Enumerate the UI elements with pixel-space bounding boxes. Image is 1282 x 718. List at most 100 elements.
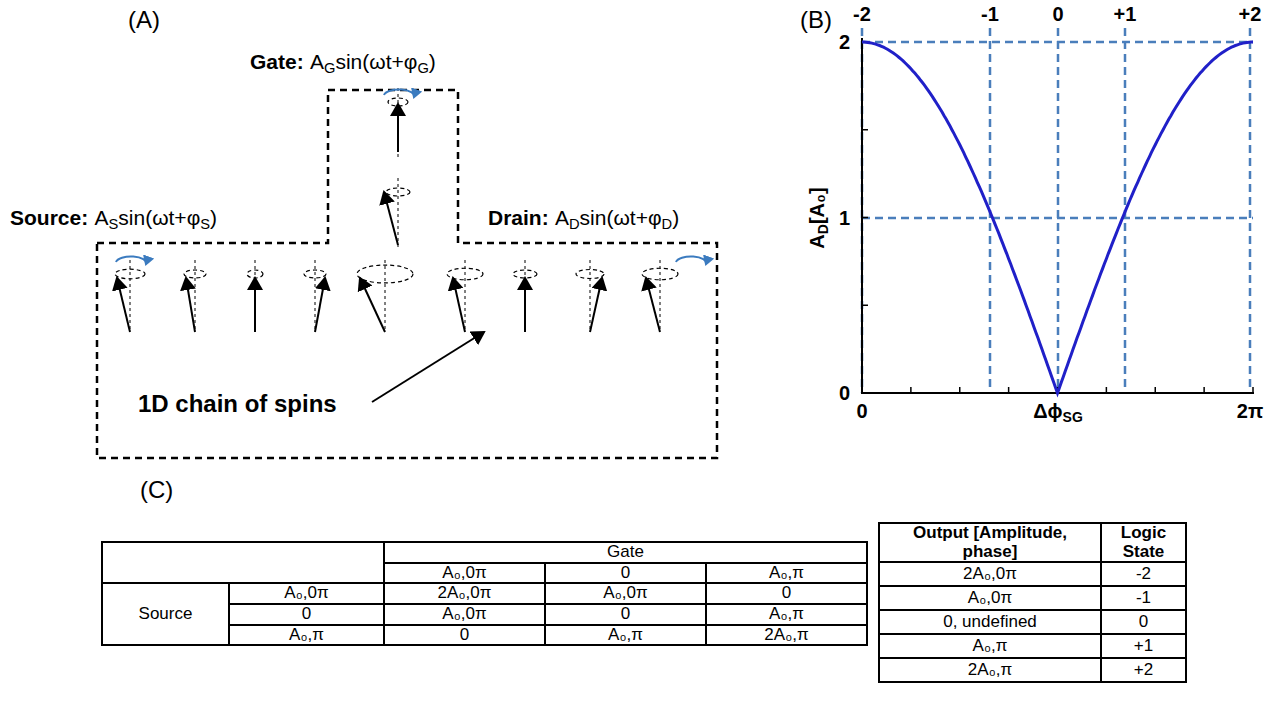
- axis-label-text: SG: [1063, 409, 1083, 425]
- amplitude-curve: [862, 42, 1253, 393]
- tick-label-text: 2: [839, 31, 850, 53]
- gate-label-text: G: [324, 60, 335, 76]
- state-label: +2: [1239, 3, 1262, 26]
- tick-label-text: 0: [839, 382, 850, 404]
- table-cell: A₀,0π: [879, 586, 1101, 610]
- table-cell: 2A₀,0π: [384, 583, 545, 604]
- table-cell: A₀,π: [706, 604, 867, 625]
- cell-text: A₀,0π: [968, 588, 1012, 607]
- table-cell: A₀,π: [229, 625, 384, 646]
- table-cell: Gate: [384, 542, 867, 563]
- axis-title: AD[A₀]: [806, 187, 831, 248]
- source-label-text: ): [210, 206, 217, 229]
- cell-text: 2A₀,π: [968, 660, 1012, 679]
- table-cell: A₀,π: [706, 563, 867, 584]
- table-cell: 2A₀,π: [706, 625, 867, 646]
- chain-label-text: 1D chain of spins: [138, 390, 337, 417]
- cell-text: Source: [139, 604, 193, 623]
- table-row: 0, undefined0: [879, 610, 1186, 634]
- tick-label: 1: [839, 207, 850, 230]
- cell-text: A₀,π: [289, 625, 324, 644]
- source-label-text: sin(ωt+φ: [118, 206, 200, 229]
- state-label-text: +1: [1114, 3, 1137, 25]
- cell-text: -1: [1136, 588, 1151, 607]
- cell-text: A₀,0π: [442, 604, 486, 623]
- state-label-text: 0: [1052, 3, 1063, 25]
- table-cell: 0: [706, 583, 867, 604]
- table-row: A₀,0π -1: [879, 586, 1186, 610]
- chart-axes: [861, 38, 1254, 394]
- state-label-text: +2: [1239, 3, 1262, 25]
- gate-label-text: sin(ωt+φ: [335, 50, 417, 73]
- source-label-text: Source:: [10, 206, 88, 229]
- axis-title-text: A: [806, 234, 828, 248]
- table-row: 2A₀,π +2: [879, 658, 1186, 682]
- table-cell: 0: [229, 604, 384, 625]
- panel-label: (A): [128, 6, 160, 34]
- table-cell: A₀,π: [545, 625, 706, 646]
- table-row: 0 A₀,0π 0 A₀,π: [102, 604, 867, 625]
- tick-label: 0: [856, 400, 867, 423]
- cell-text: A₀,0π: [284, 583, 328, 602]
- state-label: +1: [1114, 3, 1137, 26]
- state-label: 0: [1052, 3, 1063, 26]
- table-row: A₀,0π 0 A₀,π: [102, 563, 867, 584]
- precession-arrow: [116, 89, 706, 264]
- cell-text: A₀,π: [973, 636, 1008, 655]
- gate-label-text: ): [429, 50, 436, 73]
- state-label: -1: [981, 3, 999, 26]
- table-cell: A₀,0π: [384, 604, 545, 625]
- drain-label: Drain:ADsin(ωt+φD): [488, 206, 679, 233]
- table-cell: A₀,0π: [384, 563, 545, 584]
- chain-label: 1D chain of spins: [138, 390, 337, 418]
- device-outline: [97, 90, 717, 458]
- panel-label: (B): [800, 6, 832, 34]
- cell-text: Output [Amplitude, phase]: [905, 524, 1075, 561]
- table-cell: -2: [1101, 562, 1186, 586]
- state-table: Output [Amplitude, phase] Logic State 2A₀,…: [878, 522, 1187, 683]
- state-label: -2: [853, 3, 871, 26]
- table-row: SourceA₀,0π2A₀,0πA₀,0π0: [102, 583, 867, 604]
- gate-label-text: A: [310, 50, 324, 73]
- table-cell: 0, undefined: [879, 610, 1101, 634]
- cell-text: 0: [782, 583, 791, 602]
- table-cell: [102, 542, 384, 583]
- cell-text: +2: [1134, 660, 1153, 679]
- leader-line: [372, 332, 484, 402]
- tick-label: 0: [839, 382, 850, 405]
- tick-label-text: 2π: [1237, 400, 1263, 422]
- cell-text: 2A₀,π: [764, 625, 808, 644]
- drain-label-text: D: [662, 216, 673, 232]
- state-label-text: -2: [853, 3, 871, 25]
- cell-text: Gate: [607, 542, 644, 561]
- source-label-text: S: [109, 216, 119, 232]
- table-cell: Logic State: [1101, 523, 1186, 562]
- table-cell: 0: [545, 563, 706, 584]
- axis-label: ΔϕSG: [1033, 400, 1083, 425]
- table-cell: A₀,π: [879, 634, 1101, 658]
- tick-label-text: 0: [856, 400, 867, 422]
- cell-text: 2A₀,0π: [963, 564, 1017, 583]
- cell-text: 0, undefined: [943, 612, 1037, 631]
- drain-label-text: A: [555, 206, 569, 229]
- panel-label-text: (C): [140, 476, 173, 503]
- cell-text: 0: [621, 563, 630, 582]
- tick-label: 2: [839, 31, 850, 54]
- axis-label-text: Δϕ: [1033, 400, 1062, 422]
- cell-text: A₀,π: [608, 625, 643, 644]
- panel-label-text: (A): [128, 6, 160, 33]
- cell-text: 0: [621, 604, 630, 623]
- grid-lines: [862, 28, 1253, 393]
- table-cell: Source: [102, 583, 229, 645]
- table-cell: 0: [384, 625, 545, 646]
- table-cell: A₀,0π: [545, 583, 706, 604]
- gate-label-text: G: [417, 60, 428, 76]
- cell-text: 0: [302, 604, 311, 623]
- axis-ticks: [862, 42, 1253, 393]
- table-row: A₀,π+1: [879, 634, 1186, 658]
- table-cell: +2: [1101, 658, 1186, 682]
- cell-text: Logic State: [1114, 524, 1174, 561]
- truth-table: GateA₀,0π0A₀,πSourceA₀,0π2A₀,0πA₀,0π00A₀…: [101, 541, 868, 646]
- panel-label-text: (B): [800, 6, 832, 33]
- drain-label-text: Drain:: [488, 206, 549, 229]
